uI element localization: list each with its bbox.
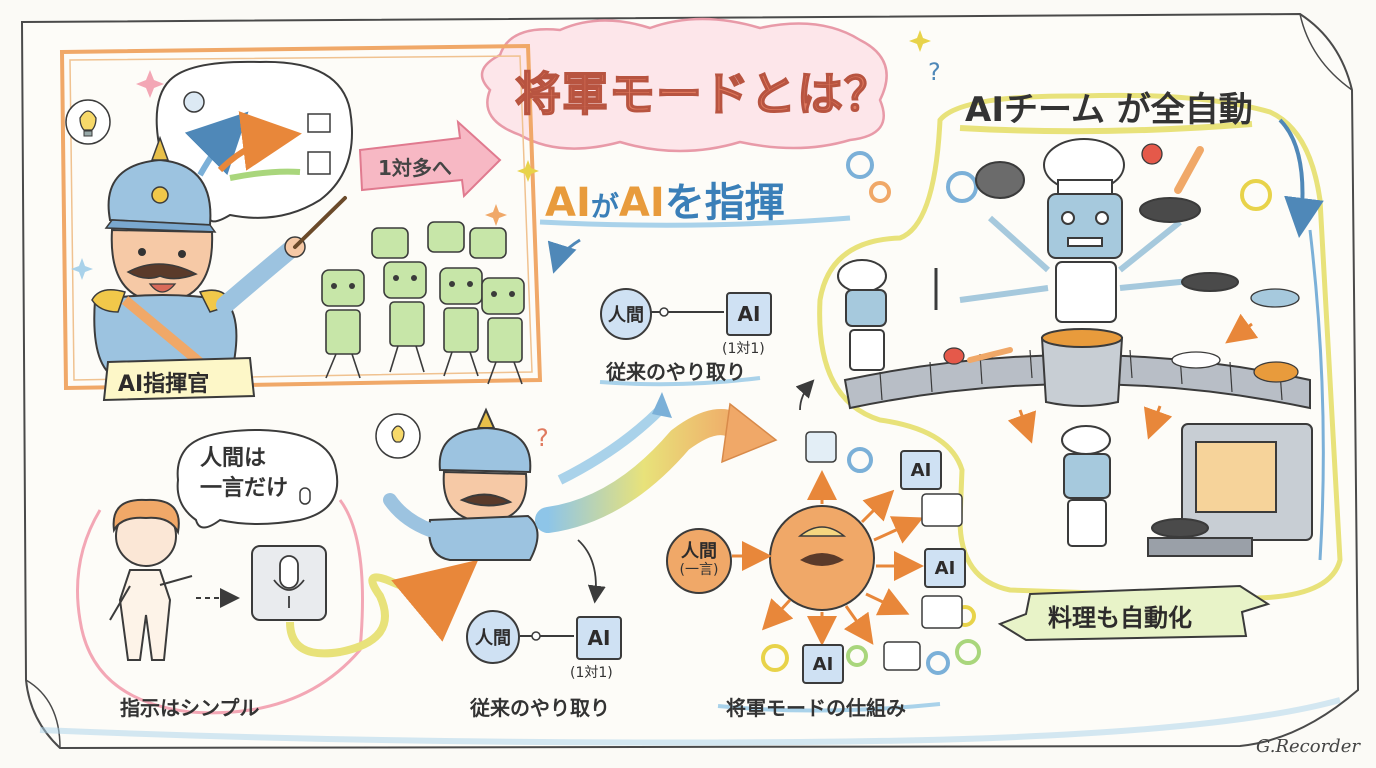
commander-panel-frame xyxy=(59,43,543,391)
simple-instruction-caption: 指示はシンプル xyxy=(120,696,260,720)
commander-badge: AI指揮官 xyxy=(118,372,210,397)
one-to-many-arrow xyxy=(358,119,502,199)
subtitle-ai-1: AI xyxy=(545,180,591,226)
microphone-icon xyxy=(299,487,311,505)
ratio-label-bottom: (1対1) xyxy=(570,665,613,681)
chef-robot xyxy=(959,138,1239,323)
human-node-mechanism: 人間 (一言) xyxy=(666,528,732,594)
title-cloud xyxy=(480,17,888,153)
robot-army xyxy=(321,221,525,385)
mechanism-caption: 将軍モードの仕組み xyxy=(726,696,906,720)
speech-line-2: 一言だけ xyxy=(200,476,289,501)
mechanism-human-label: 人間 xyxy=(681,541,717,562)
human-node-top: 人間 xyxy=(600,288,652,340)
commander-figure xyxy=(91,135,347,381)
robot-icon xyxy=(805,431,837,463)
subtitle: AIがAIを指揮 xyxy=(545,170,785,228)
paper-sheet xyxy=(20,12,1360,750)
page-title: 将軍モードとは？ xyxy=(514,66,891,122)
auto-cooking-banner xyxy=(997,584,1271,642)
speech-line-1: 人間は xyxy=(200,446,267,471)
traditional-caption-top: 従来のやり取り xyxy=(606,360,746,384)
small-general-figure xyxy=(383,407,539,561)
sparkle-icons xyxy=(71,30,931,280)
human-panel-frame xyxy=(76,499,364,715)
dish-icon xyxy=(883,641,921,671)
ai-node-top: AI xyxy=(726,292,772,336)
ai-output-node-3: AI xyxy=(802,644,844,684)
traditional-caption-bottom: 従来のやり取り xyxy=(470,696,610,720)
chef-hat-icon xyxy=(921,493,963,527)
ai-node-bottom: AI xyxy=(576,616,622,660)
small-chef-robot xyxy=(837,259,938,371)
subtitle-ai-2: AI xyxy=(618,180,665,226)
one-to-many-label: 1対多へ xyxy=(378,156,452,180)
mechanism-human-sub: (一言) xyxy=(679,562,719,578)
signature: G.Recorder xyxy=(1256,736,1360,757)
transition-arrow xyxy=(535,409,753,533)
question-mark-icon: ? xyxy=(928,58,941,86)
human-node-bottom: 人間 xyxy=(466,610,520,664)
subtitle-ga: が xyxy=(590,190,619,223)
ratio-label-top: (1対1) xyxy=(722,341,765,357)
commander-badge-frame xyxy=(102,356,256,402)
ai-output-node-2: AI xyxy=(924,548,966,588)
broom-icon xyxy=(921,595,963,629)
auto-cooking-label: 料理も自動化 xyxy=(1048,604,1192,632)
ai-output-node-1: AI xyxy=(900,450,942,490)
speech-bubble-text: 人間は 一言だけ xyxy=(200,444,288,504)
team-title: AIチーム が全自動 xyxy=(965,90,1253,130)
cooking-pot xyxy=(1040,337,1124,407)
team-title-underline xyxy=(959,121,1253,135)
person-figure xyxy=(109,498,193,661)
subtitle-wo-shiki: を指揮 xyxy=(664,180,785,226)
team-panel-frame xyxy=(817,92,1343,601)
question-mark-icon-2: ? xyxy=(536,424,549,452)
oven-robot xyxy=(1061,423,1313,557)
speech-bubble xyxy=(176,428,339,529)
